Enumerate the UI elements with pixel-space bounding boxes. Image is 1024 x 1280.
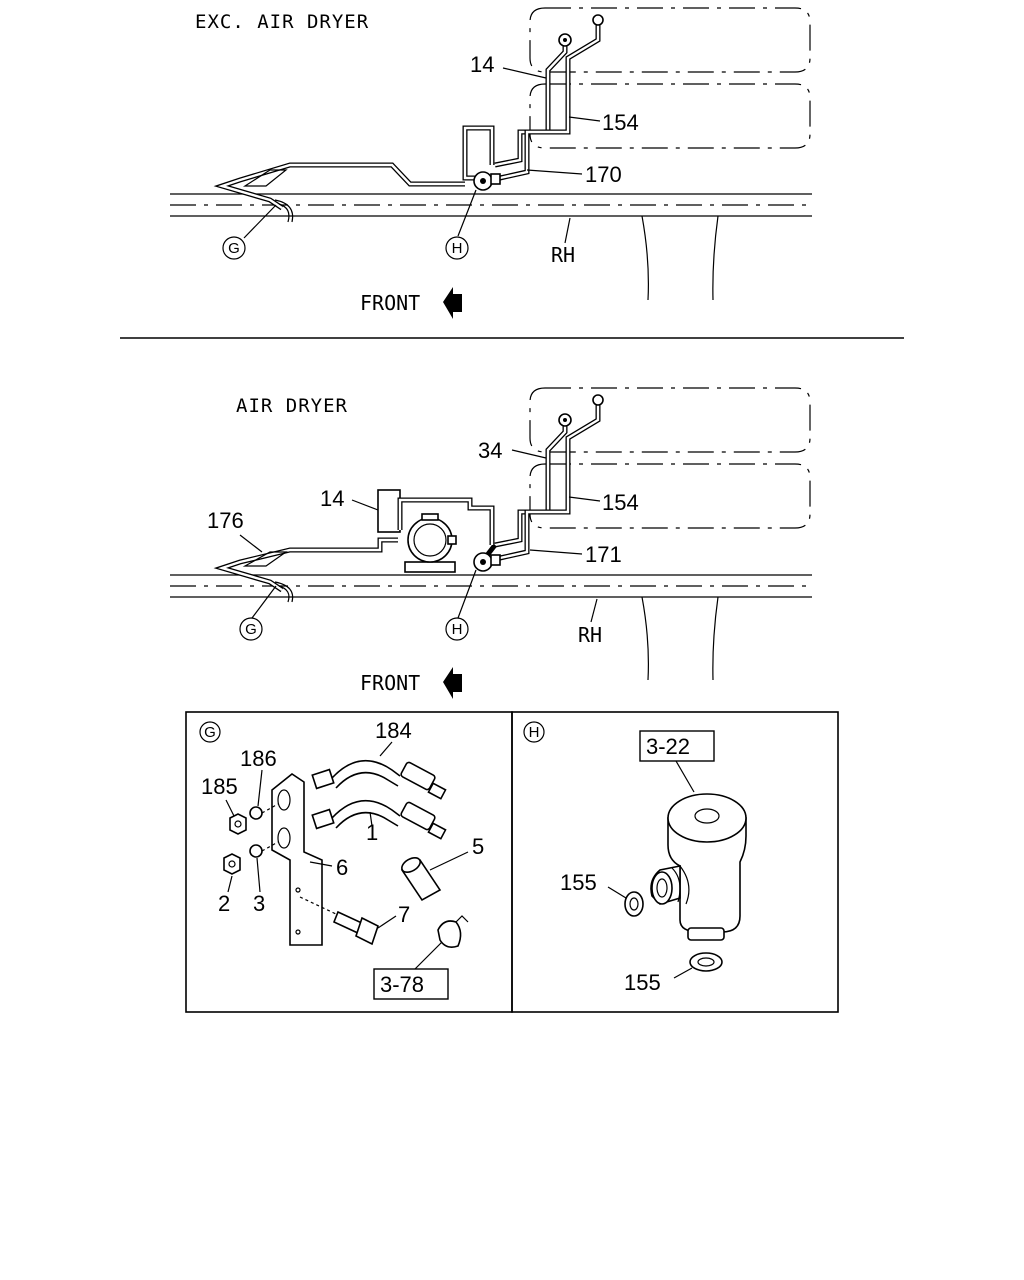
g-label-186: 186 bbox=[240, 746, 277, 771]
washer-3 bbox=[249, 844, 263, 858]
bottom-label-34: 34 bbox=[478, 438, 502, 463]
bottom-union-b bbox=[592, 394, 604, 406]
svg-text:G: G bbox=[228, 240, 240, 257]
svg-text:H: H bbox=[529, 724, 540, 741]
coupler-upper bbox=[400, 761, 436, 791]
top-tank-lower bbox=[529, 83, 811, 149]
bottom-label-154: 154 bbox=[602, 490, 639, 515]
detail-h-panel: H 3-22 155 155 bbox=[511, 711, 839, 1013]
svg-text:G: G bbox=[204, 724, 216, 741]
washer-155-a bbox=[624, 891, 644, 917]
g-label-184: 184 bbox=[375, 718, 412, 743]
top-pipe-170 bbox=[462, 125, 495, 181]
bottom-label-176: 176 bbox=[207, 508, 244, 533]
top-marker-h bbox=[445, 236, 469, 260]
bracket-plate-6 bbox=[271, 773, 323, 946]
top-view-caption: EXC. AIR DRYER bbox=[195, 11, 369, 33]
bottom-tank-lower bbox=[529, 463, 811, 529]
h-ref-box bbox=[639, 730, 715, 762]
h-ref-label: 3-22 bbox=[646, 734, 690, 759]
g-label-7: 7 bbox=[398, 902, 410, 927]
detail-h-frame bbox=[511, 711, 839, 1013]
top-union-b bbox=[592, 14, 604, 26]
top-tank-upper bbox=[529, 7, 811, 73]
top-hose-end bbox=[274, 199, 294, 223]
svg-text:G: G bbox=[245, 621, 257, 638]
bottom-label-rh: RH bbox=[578, 623, 602, 647]
top-label-154: 154 bbox=[602, 110, 639, 135]
clip-3-78 bbox=[437, 920, 462, 948]
top-label-rh: RH bbox=[551, 243, 575, 267]
bottom-label-14: 14 bbox=[320, 486, 344, 511]
g-label-1: 1 bbox=[366, 820, 378, 845]
bottom-bracket bbox=[242, 551, 288, 567]
washer-155-b bbox=[689, 952, 723, 972]
svg-text:H: H bbox=[452, 621, 463, 638]
top-crossmember bbox=[641, 215, 719, 301]
hose-1 bbox=[331, 799, 401, 829]
bottom-front-arrow-icon bbox=[443, 667, 462, 699]
h-label-155-a: 155 bbox=[560, 870, 597, 895]
top-label-170: 170 bbox=[585, 162, 622, 187]
bottom-label-171: 171 bbox=[585, 542, 622, 567]
bottom-crossmember bbox=[641, 596, 719, 681]
svg-text:H: H bbox=[452, 240, 463, 257]
air-dryer-tank-14 bbox=[377, 489, 401, 533]
detail-g-panel: G bbox=[185, 711, 513, 1013]
detail-g-marker bbox=[199, 721, 221, 743]
nut-2 bbox=[223, 853, 241, 875]
top-label-14: 14 bbox=[470, 52, 494, 77]
top-front-label: FRONT bbox=[360, 291, 420, 315]
g-label-3: 3 bbox=[253, 891, 265, 916]
g-ref-box bbox=[373, 968, 449, 1000]
bottom-view-caption: AIR DRYER bbox=[236, 395, 348, 417]
h-label-155-b: 155 bbox=[624, 970, 661, 995]
bottom-hose-end bbox=[274, 581, 294, 603]
bottom-marker-h bbox=[445, 617, 469, 641]
hose-184 bbox=[331, 759, 401, 789]
top-bracket bbox=[242, 169, 288, 187]
coupler-lower bbox=[400, 801, 436, 831]
valve-cap bbox=[667, 793, 747, 843]
top-valve-fitting bbox=[490, 173, 501, 185]
fitting-lower bbox=[311, 808, 335, 830]
top-view: EXC. AIR DRYER 14 154 bbox=[170, 7, 812, 319]
detail-h-marker bbox=[523, 721, 545, 743]
bottom-marker-g bbox=[239, 617, 263, 641]
bottom-front-label: FRONT bbox=[360, 671, 420, 695]
top-marker-g bbox=[222, 236, 246, 260]
g-label-2: 2 bbox=[218, 891, 230, 916]
g-label-6: 6 bbox=[336, 855, 348, 880]
top-front-arrow-icon bbox=[443, 287, 462, 319]
washer-186 bbox=[249, 806, 263, 820]
fitting-upper bbox=[311, 768, 335, 790]
g-ref-label: 3-78 bbox=[380, 972, 424, 997]
g-label-185: 185 bbox=[201, 774, 238, 799]
bottom-pipe-176 bbox=[213, 537, 398, 593]
bottom-view: AIR DRYER bbox=[170, 387, 812, 699]
nut-185 bbox=[229, 813, 247, 835]
air-dryer-mount bbox=[404, 561, 456, 573]
g-label-5: 5 bbox=[472, 834, 484, 859]
bottom-tank-upper bbox=[529, 387, 811, 453]
